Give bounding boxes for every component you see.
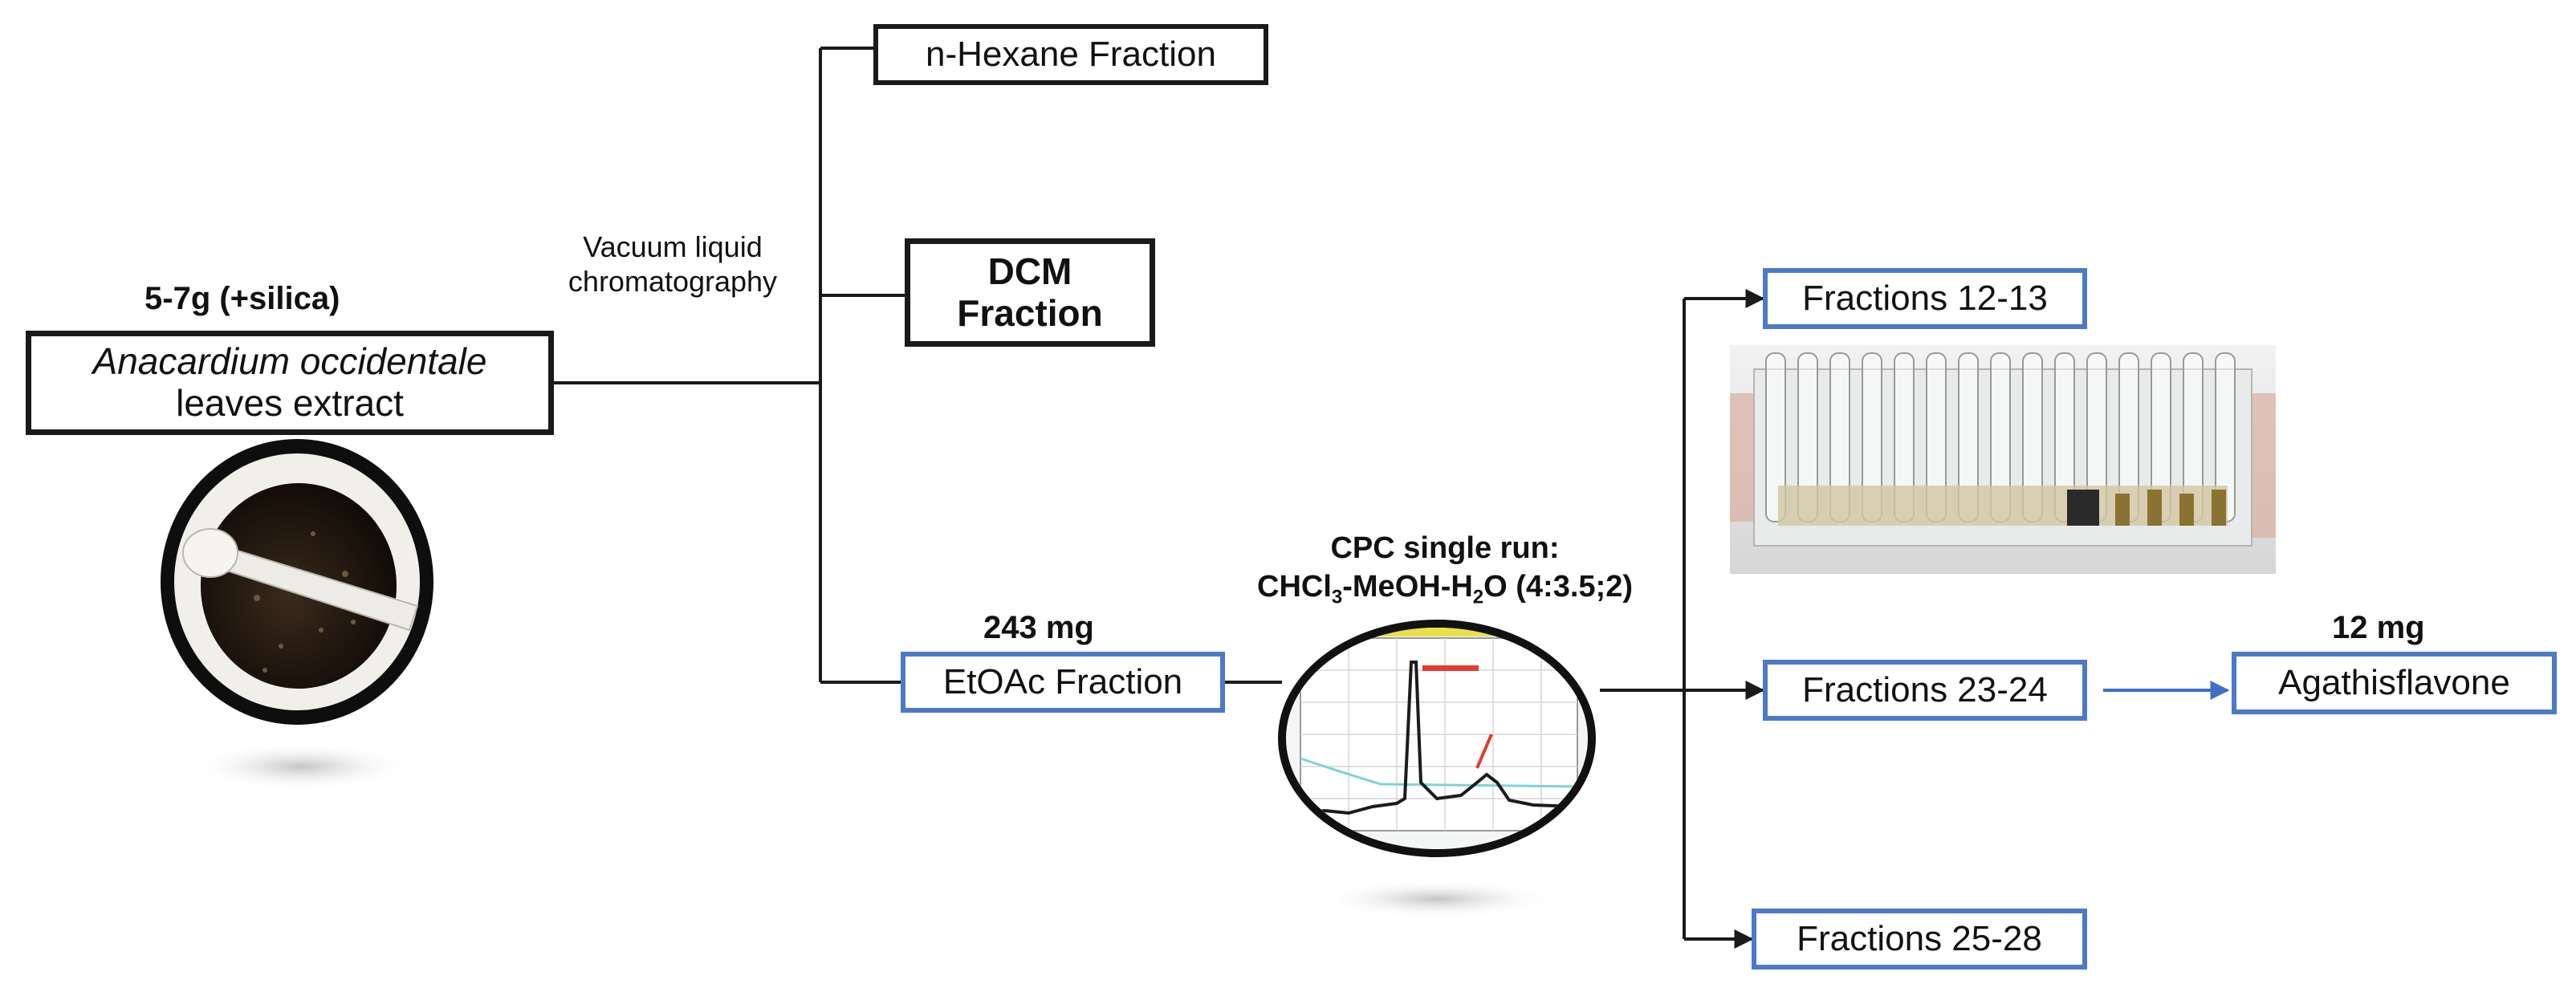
dcm-fraction-box: DCM Fraction xyxy=(905,238,1155,347)
extract-material: leaves extract xyxy=(176,382,404,424)
etoac-fraction-box: EtOAc Fraction xyxy=(901,652,1225,713)
etoac-mass-label: 243 mg xyxy=(983,610,1094,645)
vlc-method-label: Vacuum liquid chromatography xyxy=(568,230,778,299)
tube-rack-photo xyxy=(1730,345,2276,574)
cpc-solvent-system: CHCl3-MeOH-H2O (4:3.5;2) xyxy=(1257,569,1633,608)
hexane-fraction-box: n-Hexane Fraction xyxy=(873,24,1268,85)
fractions-23-24-box: Fractions 23-24 xyxy=(1763,660,2087,721)
agathisflavone-mass-label: 12 mg xyxy=(2332,610,2425,645)
extract-amount-label: 5-7g (+silica) xyxy=(144,281,340,316)
mortar-pestle-image xyxy=(161,439,433,791)
agathisflavone-box: Agathisflavone xyxy=(2232,652,2557,714)
chromatogram-image xyxy=(1278,620,1596,918)
fractions-25-28-box: Fractions 25-28 xyxy=(1752,909,2087,970)
cpc-title: CPC single run: xyxy=(1330,531,1560,565)
extract-box: Anacardium occidentale leaves extract xyxy=(26,331,554,435)
extract-species-name: Anacardium occidentale xyxy=(92,340,487,383)
fractions-12-13-box: Fractions 12-13 xyxy=(1763,268,2087,329)
cpc-run-label: CPC single run: CHCl3-MeOH-H2O (4:3.5;2) xyxy=(1196,530,1694,609)
